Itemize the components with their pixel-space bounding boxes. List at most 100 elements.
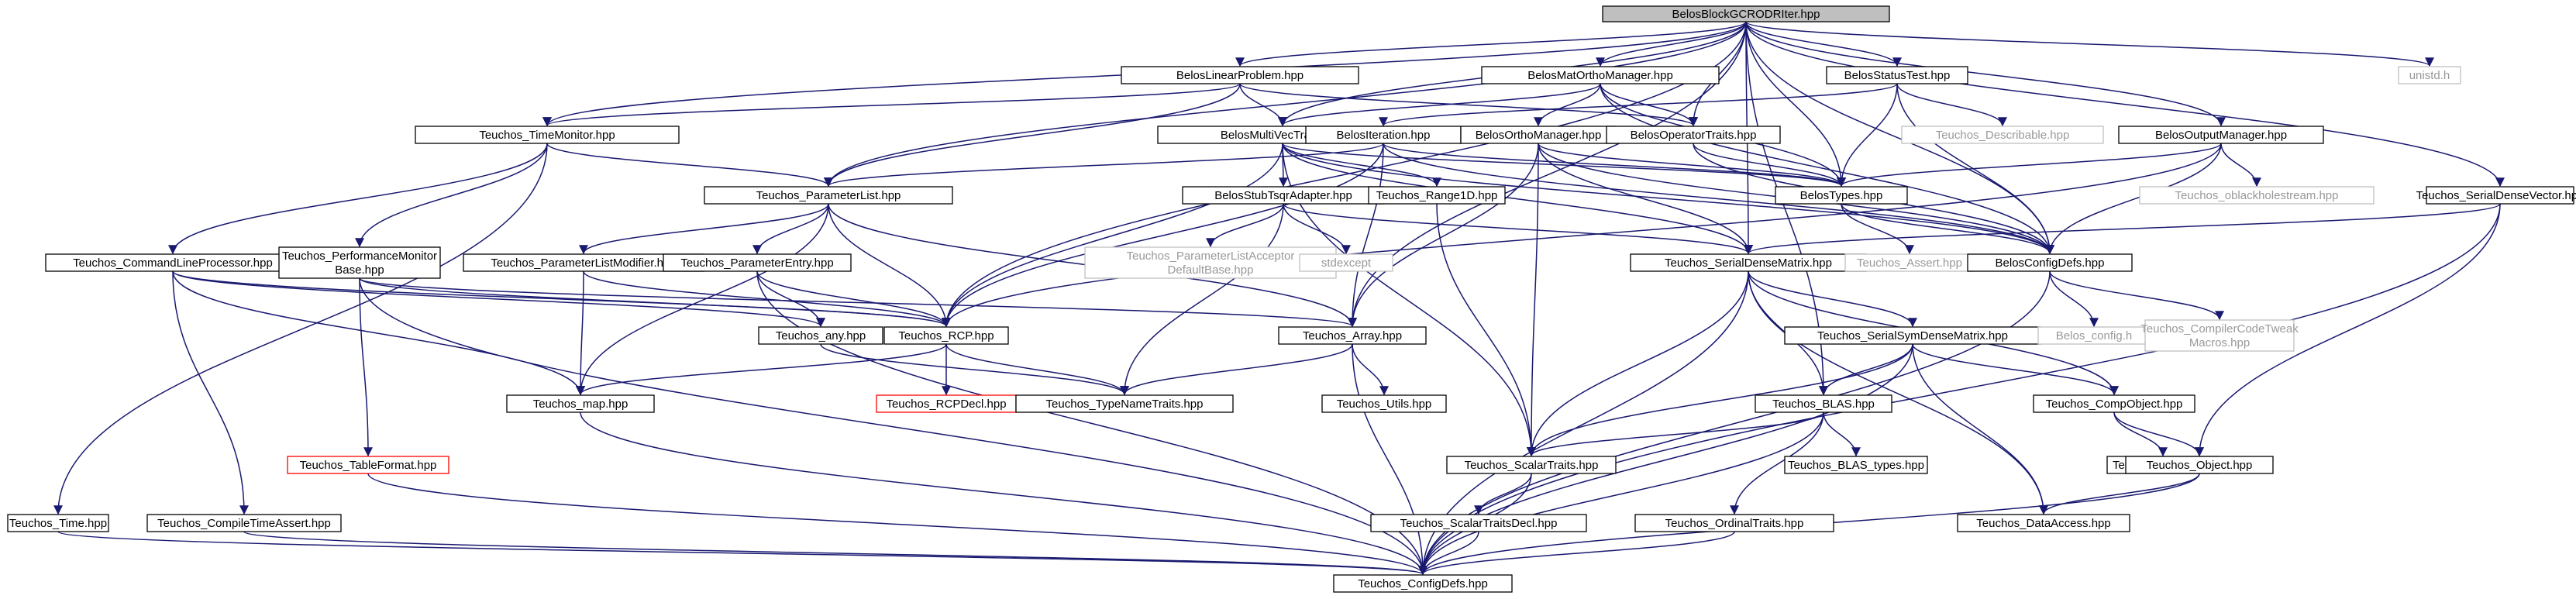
edge-orthoman-to-serdensemat xyxy=(1538,143,1753,255)
edge-outman-to-belosconfig xyxy=(2045,143,2222,255)
edge-multivec-to-belostypes xyxy=(1282,143,1846,188)
node-box xyxy=(146,514,342,532)
node-compobj[interactable]: Teuchos_CompObject.hpp xyxy=(2033,394,2195,413)
node-label: BelosConfigDefs.hpp xyxy=(1996,256,2105,270)
node-box xyxy=(1784,456,1928,474)
edge-serdensevec-to-serdensemat xyxy=(1744,203,2501,255)
node-label: unistd.h xyxy=(2409,69,2450,82)
node-outman[interactable]: BelosOutputManager.hpp xyxy=(2118,126,2324,144)
node-box xyxy=(1967,253,2133,272)
node-box xyxy=(2118,126,2324,144)
node-cmdline[interactable]: Teuchos_CommandLineProcessor.hpp xyxy=(45,253,301,272)
node-box xyxy=(506,394,655,413)
node-label: Teuchos_DataAccess.hpp xyxy=(1976,517,2110,530)
node-unistd: unistd.h xyxy=(2398,66,2461,84)
node-compiletime[interactable]: Teuchos_CompileTimeAssert.hpp xyxy=(146,514,342,532)
node-scalartraits[interactable]: Teuchos_ScalarTraits.hpp xyxy=(1446,456,1617,474)
edge-plmodifier-to-map xyxy=(576,270,586,396)
edge-sersym-to-dataaccess xyxy=(1912,343,2048,515)
node-teuchosconfig[interactable]: Teuchos_ConfigDefs.hpp xyxy=(1333,574,1513,593)
node-box xyxy=(1370,514,1587,532)
node-belostypes[interactable]: BelosTypes.hpp xyxy=(1775,186,1908,205)
node-time[interactable]: Teuchos_Time.hpp xyxy=(7,514,109,532)
node-box xyxy=(7,514,109,532)
node-label: BelosBlockGCRODRIter.hpp xyxy=(1672,8,1820,21)
node-status[interactable]: BelosStatusTest.hpp xyxy=(1826,66,1968,84)
node-range1d[interactable]: Teuchos_Range1D.hpp xyxy=(1368,186,1506,205)
node-label: BelosIteration.hpp xyxy=(1337,129,1431,142)
node-orthoman[interactable]: BelosOrthoManager.hpp xyxy=(1460,126,1617,144)
edge-sersym-to-blas xyxy=(1819,343,1913,396)
edge-blas-to-teuchosconfig xyxy=(1418,411,1824,576)
node-object[interactable]: Teuchos_Object.hpp xyxy=(2125,456,2274,474)
edge-outman-to-belostypes xyxy=(1837,143,2222,188)
node-oblack: Teuchos_oblackholestream.hpp xyxy=(2139,186,2375,205)
node-array[interactable]: Teuchos_Array.hpp xyxy=(1278,326,1427,345)
node-label: stdexcept xyxy=(1321,256,1372,270)
node-matortho[interactable]: BelosMatOrthoManager.hpp xyxy=(1481,66,1720,84)
edge-matortho-to-multivec xyxy=(1278,83,1601,127)
node-blastypes[interactable]: Teuchos_BLAS_types.hpp xyxy=(1784,456,1928,474)
edge-cmdline-to-map xyxy=(172,270,585,396)
node-serdensemat[interactable]: Teuchos_SerialDenseMatrix.hpp xyxy=(1630,253,1867,272)
node-utils[interactable]: Teuchos_Utils.hpp xyxy=(1321,394,1447,413)
edge-root-to-unistd xyxy=(1745,21,2434,67)
node-scalardecl[interactable]: Teuchos_ScalarTraitsDecl.hpp xyxy=(1370,514,1587,532)
node-any[interactable]: Teuchos_any.hpp xyxy=(758,326,883,345)
edge-sersym-to-scalartraits xyxy=(1527,343,1913,457)
node-box xyxy=(663,253,852,272)
node-box xyxy=(1278,326,1427,345)
node-iteration[interactable]: BelosIteration.hpp xyxy=(1305,126,1462,144)
edge-serdensemat-to-dataaccess xyxy=(1748,270,2048,515)
node-root[interactable]: BelosBlockGCRODRIter.hpp xyxy=(1602,5,1890,22)
node-serdensevec[interactable]: Teuchos_SerialDenseVector.hpp xyxy=(2416,186,2576,205)
edge-cmdline-to-compiletime xyxy=(172,270,249,515)
edge-iteration-to-belostypes xyxy=(1383,143,1846,188)
node-label: Macros.hpp xyxy=(2189,336,2250,349)
node-linprob[interactable]: BelosLinearProblem.hpp xyxy=(1121,66,1359,84)
node-rcp[interactable]: Teuchos_RCP.hpp xyxy=(883,326,1009,345)
edge-linprob-to-timemon xyxy=(542,83,1241,127)
node-box xyxy=(758,326,883,345)
node-tableformat[interactable]: Teuchos_TableFormat.hpp xyxy=(287,456,449,474)
edge-range1d-to-scalartraits xyxy=(1436,203,1536,457)
node-label: Teuchos_ScalarTraits.hpp xyxy=(1465,459,1599,472)
node-paramlist[interactable]: Teuchos_ParameterList.hpp xyxy=(704,186,953,205)
node-box xyxy=(1826,66,1968,84)
node-box xyxy=(704,186,953,205)
edge-stubtsqr-to-serdensemat xyxy=(1283,203,1753,255)
node-dataaccess[interactable]: Teuchos_DataAccess.hpp xyxy=(1957,514,2130,532)
node-ordinal[interactable]: Teuchos_OrdinalTraits.hpp xyxy=(1634,514,1834,532)
node-box xyxy=(287,456,449,474)
node-label: Teuchos_TypeNameTraits.hpp xyxy=(1046,398,1204,411)
node-label: BelosOutputManager.hpp xyxy=(2155,129,2287,142)
node-box xyxy=(1901,126,2104,144)
edge-object-to-dataaccess xyxy=(2039,473,2200,515)
node-rcpdecl[interactable]: Teuchos_RCPDecl.hpp xyxy=(876,394,1017,413)
node-blas[interactable]: Teuchos_BLAS.hpp xyxy=(1755,394,1892,413)
edge-sersym-to-teuchosconfig xyxy=(1418,343,1913,576)
node-label: Teuchos_Object.hpp xyxy=(2147,459,2253,472)
node-belosconfig[interactable]: BelosConfigDefs.hpp xyxy=(1967,253,2133,272)
node-timemon[interactable]: Teuchos_TimeMonitor.hpp xyxy=(415,126,680,144)
node-label: Teuchos_ConfigDefs.hpp xyxy=(1358,577,1488,590)
edge-multivec-to-rcp xyxy=(942,143,1283,328)
edge-outman-to-rcp xyxy=(942,143,2222,328)
node-map[interactable]: Teuchos_map.hpp xyxy=(506,394,655,413)
node-box xyxy=(2033,394,2195,413)
edge-scalartraits-to-scalardecl xyxy=(1474,473,1532,515)
edge-serdensemat-to-sersym xyxy=(1748,270,1917,328)
edge-linprob-to-multivec xyxy=(1239,83,1287,127)
node-label: BelosOrthoManager.hpp xyxy=(1476,129,1602,142)
node-stdexcept: stdexcept xyxy=(1299,253,1393,272)
node-typename[interactable]: Teuchos_TypeNameTraits.hpp xyxy=(1015,394,1234,413)
node-optraits[interactable]: BelosOperatorTraits.hpp xyxy=(1606,126,1781,144)
node-paramentry[interactable]: Teuchos_ParameterEntry.hpp xyxy=(663,253,852,272)
node-stubtsqr[interactable]: BelosStubTsqrAdapter.hpp xyxy=(1182,186,1385,205)
edge-time-to-teuchosconfig xyxy=(57,531,1427,576)
node-sersym[interactable]: Teuchos_SerialSymDenseMatrix.hpp xyxy=(1784,326,2041,345)
edge-paramlist-to-paramentry xyxy=(752,203,829,255)
edge-stubtsqr-to-typename xyxy=(1120,203,1284,396)
